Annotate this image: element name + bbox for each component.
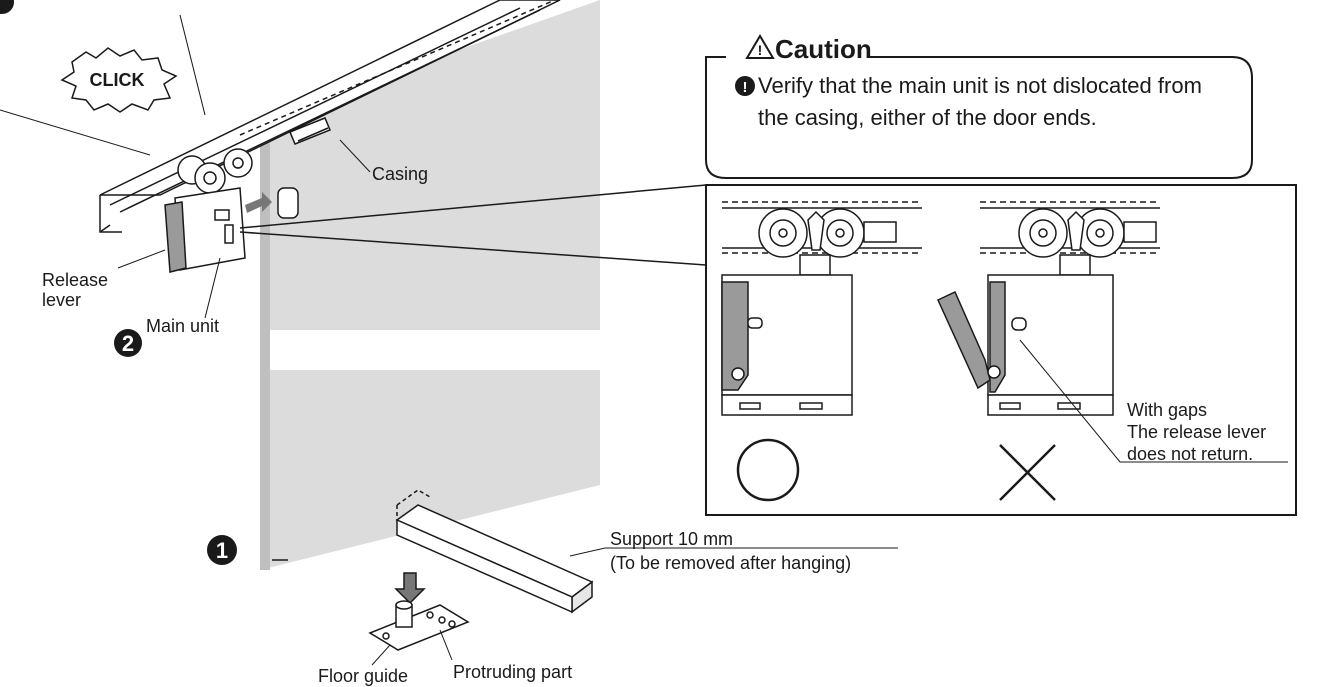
roller-assembly (177, 148, 253, 194)
step-2-marker (114, 329, 142, 357)
main-unit (164, 187, 246, 273)
svg-text:!: ! (743, 79, 748, 96)
release-lever-label-1: Release (42, 270, 108, 290)
casing-label: Casing (372, 164, 428, 184)
magnify-lines (239, 184, 707, 266)
support-board (395, 489, 594, 614)
support-label-1: Support 10 mm (610, 529, 733, 549)
detail-box: With gaps The release lever does not ret… (705, 184, 1297, 516)
caution-line-1: Verify that the main unit is not disloca… (758, 73, 1202, 98)
exclamation-icon (735, 76, 755, 96)
gaps-label-3: does not return. (1127, 444, 1253, 464)
door-panel (260, 0, 600, 570)
step-1-number: 1 (216, 538, 228, 563)
warning-triangle-icon (745, 34, 775, 59)
incorrect-mark-icon (999, 444, 1056, 501)
incorrect-unit (937, 201, 1160, 416)
gaps-leader (1019, 339, 1288, 463)
insert-arrow (245, 192, 272, 213)
click-callout: CLICK (60, 47, 178, 113)
leader-lines (0, 14, 371, 319)
release-lever-label-2: lever (42, 290, 81, 310)
floor-guide-leaders (371, 629, 453, 666)
floor-guide-label: Floor guide (318, 666, 408, 686)
correct-unit (721, 201, 922, 416)
caution-line-2: the casing, either of the door ends. (758, 105, 1097, 130)
step-1-marker (207, 535, 237, 565)
step-marker-partial (0, 0, 14, 14)
protruding-part-label: Protruding part (453, 662, 572, 682)
caution-title: Caution (775, 34, 872, 64)
gaps-label-1: With gaps (1127, 400, 1207, 420)
caution-box: ! Caution ! Verify that the main unit is… (705, 34, 1253, 179)
svg-text:!: ! (758, 42, 763, 58)
gaps-label-2: The release lever (1127, 422, 1266, 442)
support-label-2: (To be removed after hanging) (610, 553, 851, 573)
step-2-number: 2 (122, 331, 134, 356)
support-leader (569, 547, 898, 557)
main-unit-label: Main unit (146, 316, 219, 336)
floor-guide (368, 572, 470, 651)
casing (289, 117, 331, 145)
click-text: CLICK (90, 70, 145, 90)
correct-mark-icon (736, 438, 800, 502)
